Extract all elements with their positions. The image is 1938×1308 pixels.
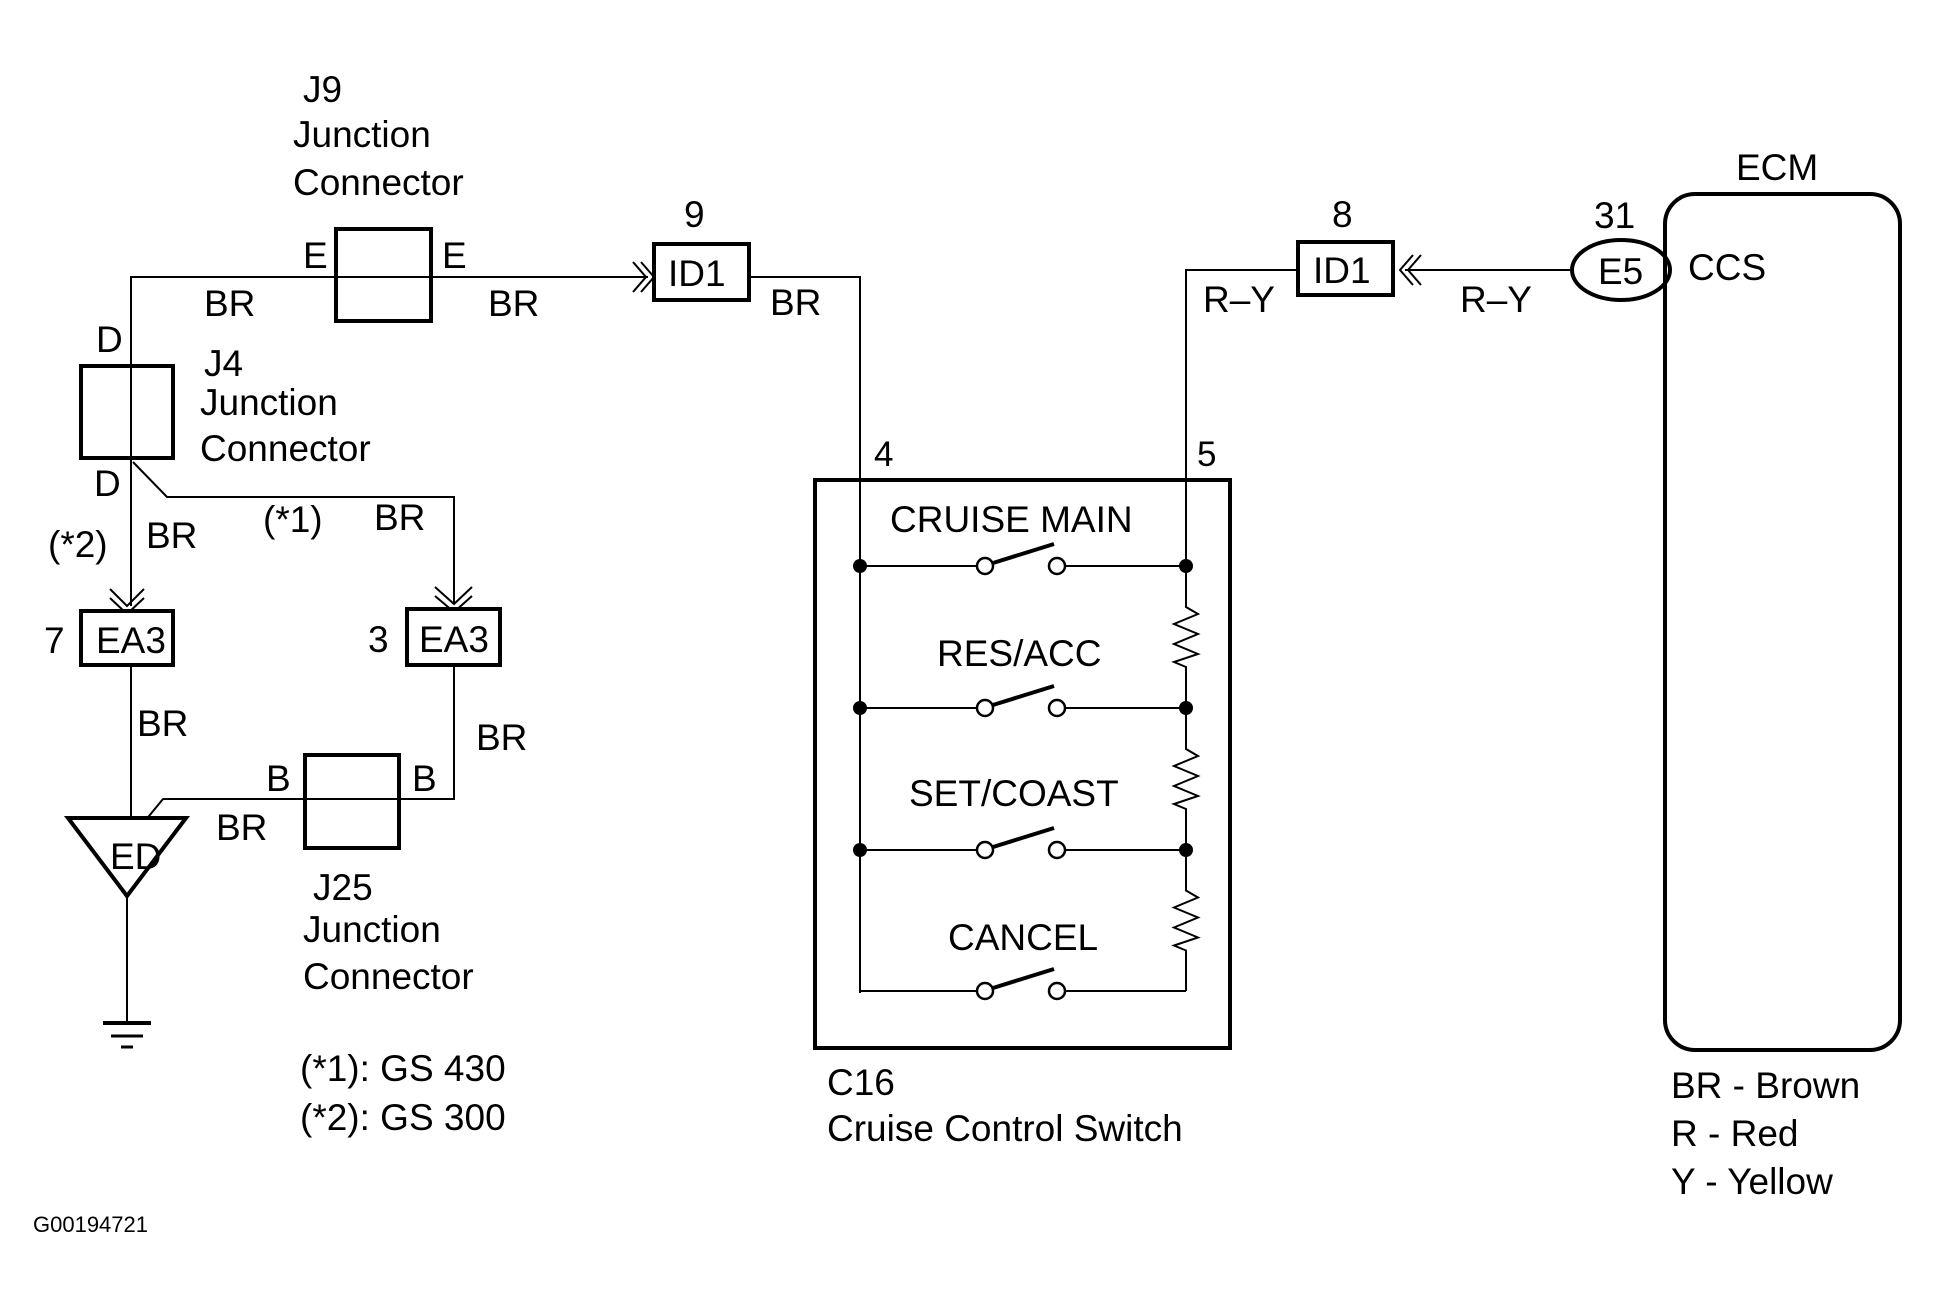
e5-pin: 31 (1594, 195, 1635, 236)
switch-contact-left (975, 840, 995, 860)
switch-contact-right (1047, 698, 1067, 718)
switch-row: CANCEL (860, 917, 1186, 1001)
wire-color-j4-ea3-left: BR (146, 515, 197, 556)
ground-point-label: ED (110, 836, 161, 877)
wire-color-id1-e5: R–Y (1460, 279, 1532, 320)
resistor (1171, 850, 1201, 991)
j25-junction-box (303, 753, 401, 850)
j4-code: J4 (204, 343, 243, 384)
note-1: (*1): GS 430 (300, 1048, 506, 1089)
variant-mark-left: (*2) (48, 524, 108, 565)
id1-left-connector (652, 242, 751, 302)
connector-arrow-ea3-right (434, 586, 473, 606)
j9-name-line2: Connector (293, 162, 464, 203)
j9-pin-right: E (442, 235, 467, 276)
c16-switch-box (813, 478, 1232, 1050)
j25-pin-left: B (266, 758, 291, 799)
switch-rows: CRUISE MAIN RES/ACC SET/COAST CANCEL (853, 499, 1201, 1001)
wire-id1-to-c16 (749, 276, 861, 568)
wire-color-id1-c16: BR (770, 282, 821, 323)
c16-pin-left: 4 (874, 435, 893, 474)
j9-pin-left: E (303, 235, 328, 276)
wire-j4-to-ea3-right (132, 461, 455, 603)
ea3-right-pin: 3 (368, 619, 389, 660)
switch-label: CRUISE MAIN (890, 499, 1133, 540)
legend-entry: Y - Yellow (1671, 1161, 1833, 1202)
id1-left-pin: 9 (684, 194, 705, 235)
switch-lever (992, 542, 1055, 565)
junction-dot (853, 701, 867, 715)
switch-row: CRUISE MAIN (853, 499, 1193, 576)
wire-color-ea3-right-j25: BR (476, 717, 527, 758)
j4-name-line1: Junction (200, 382, 338, 423)
resistor (1171, 566, 1201, 708)
j9-junction-box (334, 227, 433, 323)
ground-point-ed (63, 816, 191, 900)
ea3-right-label: EA3 (419, 619, 489, 660)
switch-contact-right (1047, 840, 1067, 860)
ecm-box (1663, 192, 1902, 1052)
wire-j4-to-j9 (130, 276, 336, 365)
ea3-left-connector (79, 609, 175, 667)
c16-pin-right: 5 (1197, 435, 1216, 474)
switch-lever (992, 684, 1055, 707)
switch-contact-right (1047, 981, 1067, 1001)
switch-label: RES/ACC (937, 633, 1101, 674)
wire-ea3-right-to-j25 (400, 665, 455, 800)
id1-right-label: ID1 (1313, 250, 1371, 291)
j9-code: J9 (303, 69, 342, 110)
j4-pin-top: D (96, 319, 123, 360)
variant-mark-right: (*1) (263, 499, 323, 540)
switch-row: RES/ACC (853, 633, 1193, 718)
junction-dot (853, 559, 867, 573)
j25-name-line1: Junction (303, 909, 441, 950)
legend-entry: BR - Brown (1671, 1065, 1860, 1106)
figure-id: G00194721 (33, 1212, 148, 1237)
switch-lever (992, 967, 1055, 990)
c16-name: Cruise Control Switch (827, 1108, 1183, 1149)
id1-right-connector (1296, 240, 1395, 297)
e5-connector (1570, 238, 1672, 302)
color-legend: BR - Brown R - Red Y - Yellow (1671, 1065, 1860, 1202)
ecm-title: ECM (1736, 147, 1818, 188)
wire-color-j4-ea3-right: BR (374, 497, 425, 538)
j25-name-line2: Connector (303, 956, 474, 997)
variant-notes: (*1): GS 430 (*2): GS 300 (300, 1048, 506, 1138)
junction-dot (853, 843, 867, 857)
switch-label: SET/COAST (909, 773, 1119, 814)
switch-label: CANCEL (948, 917, 1098, 958)
e5-label: E5 (1598, 251, 1643, 292)
j4-junction-box (79, 364, 175, 460)
j25-code: J25 (313, 867, 373, 908)
j4-name-line2: Connector (200, 428, 371, 469)
j25-pin-right: B (412, 758, 437, 799)
id1-left-label: ID1 (668, 253, 726, 294)
j9-name-line1: Junction (293, 114, 431, 155)
resistor (1171, 708, 1201, 850)
note-2: (*2): GS 300 (300, 1097, 506, 1138)
ea3-left-label: EA3 (96, 620, 166, 661)
ecm-terminal-ccs: CCS (1688, 247, 1766, 288)
switch-lever (992, 826, 1055, 849)
connector-arrow-ea3-left (109, 588, 145, 608)
switch-contact-left (975, 981, 995, 1001)
connector-arrow-id1-left (632, 261, 648, 293)
wire-color-j25-ed: BR (216, 807, 267, 848)
wire-color-j9-id1: BR (488, 283, 539, 324)
switch-row: SET/COAST (853, 773, 1193, 860)
wire-color-ea3-left-ed: BR (137, 703, 188, 744)
id1-right-pin: 8 (1332, 194, 1353, 235)
j4-pin-bottom: D (94, 463, 121, 504)
c16-code: C16 (827, 1062, 895, 1103)
wire-c16-to-id1-right (1185, 269, 1297, 568)
connector-arrow-id1-right (1398, 254, 1414, 286)
ground-icon (103, 1021, 151, 1049)
wire-color-c16-id1: R–Y (1203, 279, 1275, 320)
wire-color-j4-j9: BR (204, 283, 255, 324)
switch-contact-left (975, 556, 995, 576)
switch-contact-right (1047, 556, 1067, 576)
switch-contact-left (975, 698, 995, 718)
ea3-left-pin: 7 (44, 620, 65, 661)
legend-entry: R - Red (1671, 1113, 1798, 1154)
